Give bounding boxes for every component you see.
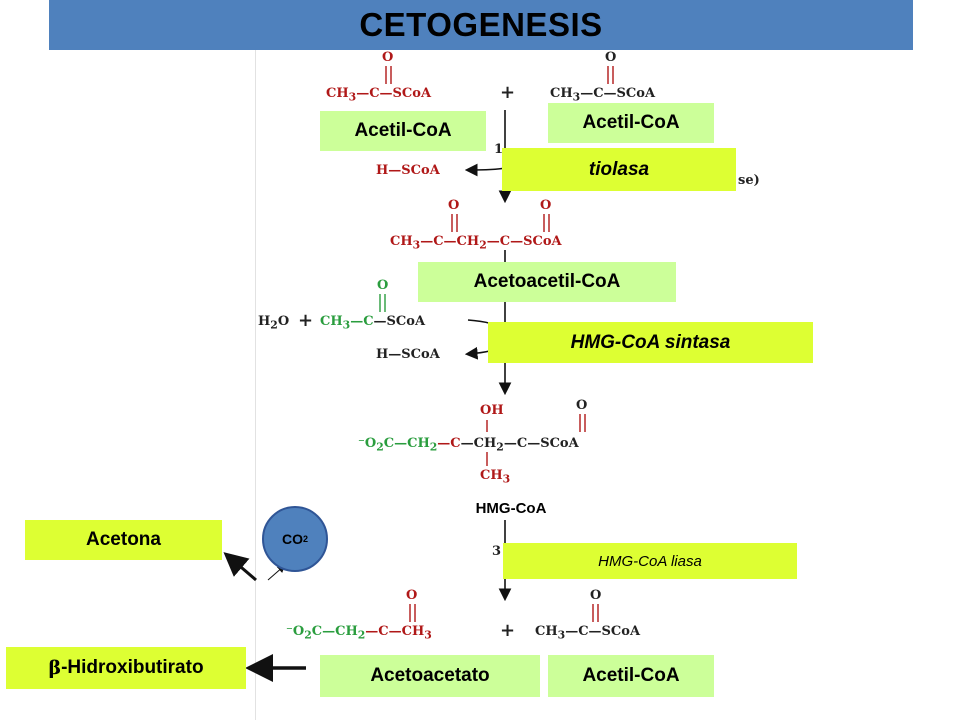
arrow-hscoa-1 <box>464 163 506 177</box>
chem-hmg-coa: ⁻O2C—CH2—C—CH2—C—SCoA <box>358 436 579 454</box>
chem-acetyl-coa-3: CH3—C—SCoA <box>320 314 426 332</box>
label-acetoacetato: Acetoacetato <box>320 655 540 697</box>
chem-oxygen-8: O <box>590 588 602 603</box>
label-acetona: Acetona <box>25 520 222 560</box>
plus-sign-3: + <box>500 620 516 641</box>
chem-oxygen-5: O <box>377 278 389 293</box>
hidroxibutirato-text: -Hidroxibutirato <box>61 657 204 678</box>
co2-subscript: 2 <box>302 534 308 544</box>
chem-acetoacetyl-coa: CH3—C—CH2—C—SCoA <box>390 234 562 252</box>
plus-sign-1: + <box>500 82 516 103</box>
carbonyl-bonds <box>385 66 614 622</box>
step-number-1: 1 <box>494 142 504 157</box>
label-hidroxibutirato: β-Hidroxibutirato <box>6 647 246 689</box>
chem-oxygen-4: O <box>540 198 552 213</box>
step-number-3: 3 <box>492 544 502 559</box>
co2-label: CO <box>281 531 303 547</box>
chem-methyl: CH3 <box>480 468 511 486</box>
page-title: CETOGENESIS <box>359 6 603 43</box>
label-acetil-coa-right: Acetil-CoA <box>548 103 714 143</box>
beta-symbol: β <box>48 657 62 679</box>
label-hmg-coa: HMG-CoA <box>475 499 547 517</box>
chem-oxygen-7: O <box>406 588 418 603</box>
arrow-to-acetona <box>223 552 257 582</box>
chem-oxygen-3: O <box>448 198 460 213</box>
chem-hydroxyl: OH <box>480 403 504 418</box>
chem-water: H2O <box>258 314 290 332</box>
label-hmg-coa-liasa: HMG-CoA liasa <box>503 543 797 579</box>
chem-oxygen-6: O <box>576 398 588 413</box>
chem-oxygen-1: O <box>382 50 394 65</box>
label-tiolasa: tiolasa <box>502 148 736 191</box>
chem-oxygen-2: O <box>605 50 617 65</box>
chem-hscoa-1: H—SCoA <box>376 163 440 178</box>
enzyme-tail-text: se) <box>738 173 760 188</box>
plus-sign-2: + <box>298 310 314 331</box>
chem-hscoa-2: H—SCoA <box>376 347 440 362</box>
chem-acetyl-coa-2: CH3—C—SCoA <box>550 86 656 104</box>
chem-acetoacetate: ⁻O2C—CH2—C—CH3 <box>286 624 432 642</box>
label-acetil-coa-left: Acetil-CoA <box>320 111 486 151</box>
chem-acetyl-coa-1: CH3—C—SCoA <box>326 86 432 104</box>
chem-acetyl-coa-4: CH3—C—SCoA <box>535 624 641 642</box>
label-acetil-coa-bottom: Acetil-CoA <box>548 655 714 697</box>
vertical-divider <box>255 50 256 720</box>
title-banner: CETOGENESIS <box>49 0 913 50</box>
label-hmg-coa-sintasa: HMG-CoA sintasa <box>488 322 813 363</box>
label-acetoacetil-coa: Acetoacetil-CoA <box>418 262 676 302</box>
